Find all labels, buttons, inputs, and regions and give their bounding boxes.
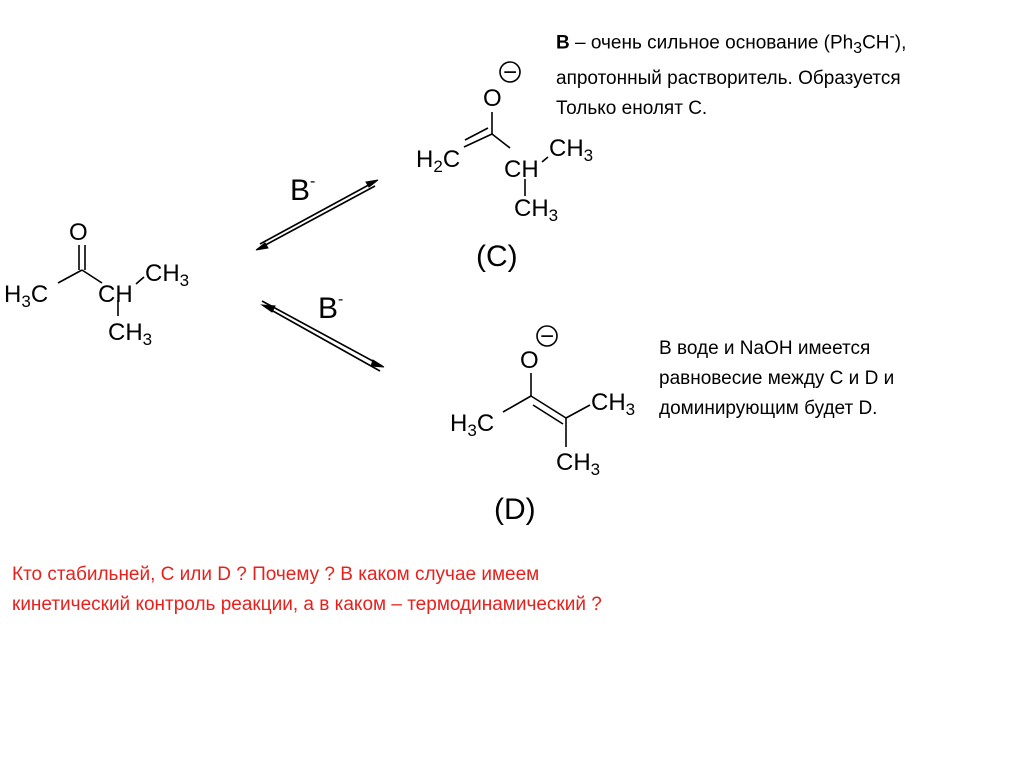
- product-c-label: (C): [476, 240, 518, 273]
- bond-c-ch: [491, 133, 511, 149]
- reactant-ch3-bottom: CH3: [108, 319, 152, 349]
- product-c-ch: CH: [504, 156, 539, 183]
- product-c-ch3-right: CH3: [549, 135, 593, 165]
- reactant-h3c: H3C: [4, 281, 48, 311]
- note-c-line1-c: ),: [894, 32, 907, 54]
- product-c-negative-charge: −: [503, 59, 517, 86]
- reactant-oxygen: O: [69, 219, 88, 246]
- product-c-molecule: [463, 61, 549, 196]
- note-c-line2: апротонный растворитель. Образуется: [556, 68, 901, 90]
- note-d-line2: равновесие между C и D и: [659, 368, 895, 389]
- reactant-molecule: [57, 245, 145, 316]
- bond-c-ch2-2: [464, 127, 489, 141]
- question-text: Кто стабильней, C или D ? Почему ? В как…: [12, 560, 792, 620]
- note-d-line3: доминирующим будет D.: [659, 398, 878, 419]
- note-thermodynamic-conditions: В воде и NaOH имеется равновесие между C…: [659, 334, 979, 424]
- product-d-h3c: H3C: [450, 410, 494, 440]
- bond-ch-ch3: [541, 156, 549, 163]
- charge-circle-d: [536, 325, 558, 347]
- reactant-ch3-right: CH3: [145, 260, 189, 290]
- bond-c-ch2-1: [463, 133, 493, 148]
- bond-c-h3c: [57, 269, 83, 284]
- note-c-sub: 3: [853, 40, 863, 58]
- equilibrium-arrow-lower: [260, 300, 385, 372]
- product-d-molecule: [502, 325, 591, 447]
- note-kinetic-conditions: B – очень сильное основание (Ph3CH-), ап…: [556, 22, 996, 124]
- note-c-line1-b: CH: [862, 32, 890, 54]
- product-d-negative-charge: −: [540, 323, 554, 350]
- reagent-lower: B-: [318, 291, 343, 325]
- product-d-oxygen: O: [520, 347, 539, 374]
- bond-c-ch: [81, 269, 103, 284]
- equilibrium-arrow-upper: [255, 179, 379, 251]
- bond-ch-ch3: [135, 276, 145, 285]
- product-c-oxygen: O: [483, 85, 502, 112]
- bond-c-c-1: [530, 395, 567, 419]
- product-d-ch3-bottom: CH3: [556, 449, 600, 479]
- reagent-upper: B-: [290, 173, 315, 207]
- note-c-bold-b: B: [556, 32, 570, 54]
- product-c-ch3-bottom: CH3: [514, 195, 558, 225]
- note-c-sup: -: [889, 28, 895, 45]
- product-d-label: (D): [494, 493, 536, 526]
- product-c-h2c: H2C: [416, 146, 460, 176]
- charge-circle-c: [499, 61, 521, 83]
- bond-c-ch3-right: [565, 404, 591, 419]
- bond-c-c-2: [532, 404, 564, 425]
- note-d-line1: В воде и NaOH имеется: [659, 338, 871, 359]
- question-line2: кинетический контроль реакции, а в каком…: [12, 594, 602, 615]
- bond-c-h3c: [502, 395, 532, 413]
- note-c-line1-a: – очень сильное основание (Ph: [569, 32, 854, 54]
- reactant-ch: CH: [98, 281, 133, 308]
- note-c-line3: Только енолят C.: [556, 98, 708, 120]
- question-line1: Кто стабильней, C или D ? Почему ? В как…: [12, 564, 540, 585]
- product-d-ch3-right: CH3: [591, 389, 635, 419]
